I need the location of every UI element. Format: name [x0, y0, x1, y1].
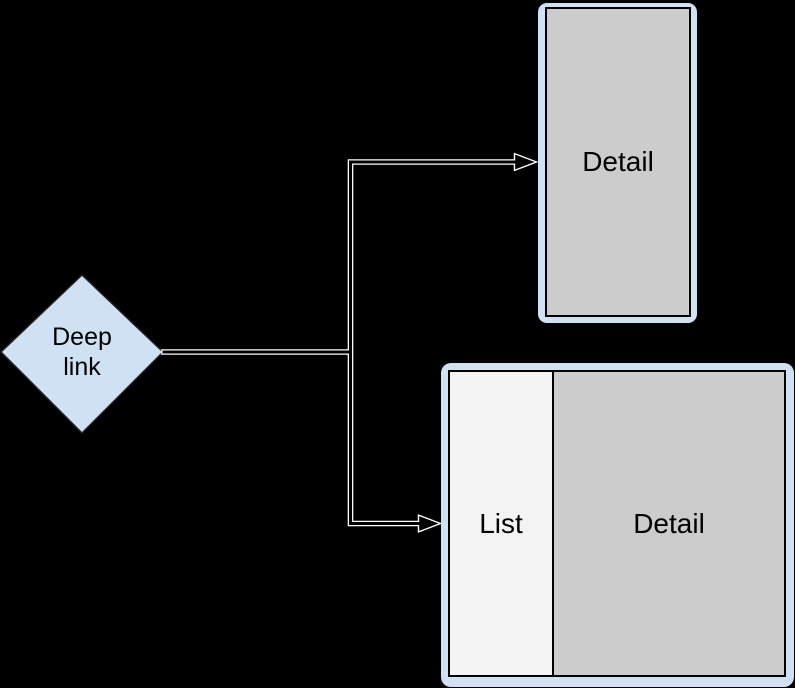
- list-pane: List: [450, 372, 554, 675]
- deep-link-label-line1: Deep: [52, 323, 112, 351]
- detail-screen: Detail: [545, 7, 691, 317]
- deep-link-diamond-shape: [0, 273, 165, 435]
- list-detail-screen-frame: List Detail: [441, 363, 794, 687]
- connector-core-strokes: [162, 160, 521, 525]
- detail-pane-label: Detail: [633, 507, 705, 539]
- list-pane-label: List: [479, 507, 523, 539]
- detail-screen-label: Detail: [582, 146, 654, 177]
- list-detail-screen: List Detail: [448, 370, 786, 677]
- detail-pane: Detail: [554, 372, 784, 675]
- deep-link-label-line2: link: [63, 353, 101, 381]
- detail-screen-frame: Detail: [538, 3, 697, 323]
- deep-link-label: Deep link: [12, 322, 152, 382]
